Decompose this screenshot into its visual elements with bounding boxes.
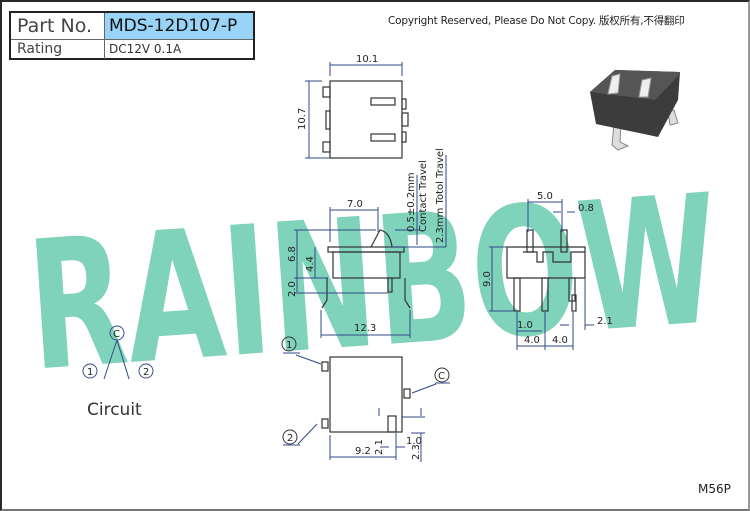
bottom-view: 1 2 C 9.2 2.1 1.0 2.3 (281, 336, 450, 462)
leg-span-dim: 12.3 (354, 323, 376, 334)
leg-height-dim: 2.0 (287, 281, 298, 297)
model-code: M56P (698, 482, 731, 496)
body-height-dim: 4.4 (305, 256, 316, 272)
circuit-label: Circuit (87, 400, 142, 420)
top-width-dim: 10.1 (356, 54, 378, 65)
part-info-table: Part No. MDS-12D107-P Rating DC12V 0.1A (9, 11, 255, 60)
side-offset-dim: 2.1 (597, 316, 613, 327)
pitch-top-dim: 5.0 (537, 191, 553, 202)
side-view: 7.0 6.8 4.4 2.0 12.3 0.5±0.2mm Contact T… (287, 148, 447, 338)
front-height-dim: 9.0 (482, 271, 493, 287)
part-no-label: Part No. (11, 13, 105, 39)
top-height-dim: 10.7 (297, 108, 308, 130)
rainbow-watermark: RAINBOW (22, 156, 725, 411)
total-travel-dim: 2.3mm Totol Travel (435, 148, 446, 243)
top-view: 10.1 10.7 (297, 54, 409, 159)
pin2-label: 2 (287, 433, 293, 444)
front-view: 5.0 0.8 9.0 1.0 4.0 4.0 2.1 (482, 191, 613, 350)
circuit-diagram: C 1 2 (82, 325, 154, 380)
pin-width-dim: 0.8 (578, 203, 594, 214)
circuit-pin2-label: 2 (143, 367, 149, 378)
pin-offset-dim: 1.0 (517, 320, 533, 331)
bottom-dim-d: 2.3 (411, 444, 422, 460)
pin1-label: 1 (286, 340, 292, 351)
copyright-notice: Copyright Reserved, Please Do Not Copy. … (388, 15, 685, 27)
bottom-dim-c: 1.0 (406, 436, 422, 447)
total-height-dim: 6.8 (287, 246, 298, 262)
product-photo (590, 70, 680, 151)
circuit-c-label: C (113, 329, 120, 340)
pitch-right-dim: 4.0 (552, 335, 568, 346)
bottom-dim-a: 9.2 (355, 446, 371, 457)
rating-value: DC12V 0.1A (109, 42, 182, 56)
bottom-dim-b: 2.1 (374, 439, 385, 455)
pin-c-label: C (438, 371, 445, 382)
rating-label: Rating (11, 40, 105, 59)
actuator-width-dim: 7.0 (347, 199, 363, 210)
pitch-left-dim: 4.0 (524, 335, 540, 346)
part-no-value: MDS-12D107-P (105, 13, 253, 39)
contact-travel-dim: 0.5±0.2mm (406, 172, 417, 232)
contact-travel-label: Contact Travel (418, 160, 429, 232)
circuit-pin1-label: 1 (87, 367, 93, 378)
